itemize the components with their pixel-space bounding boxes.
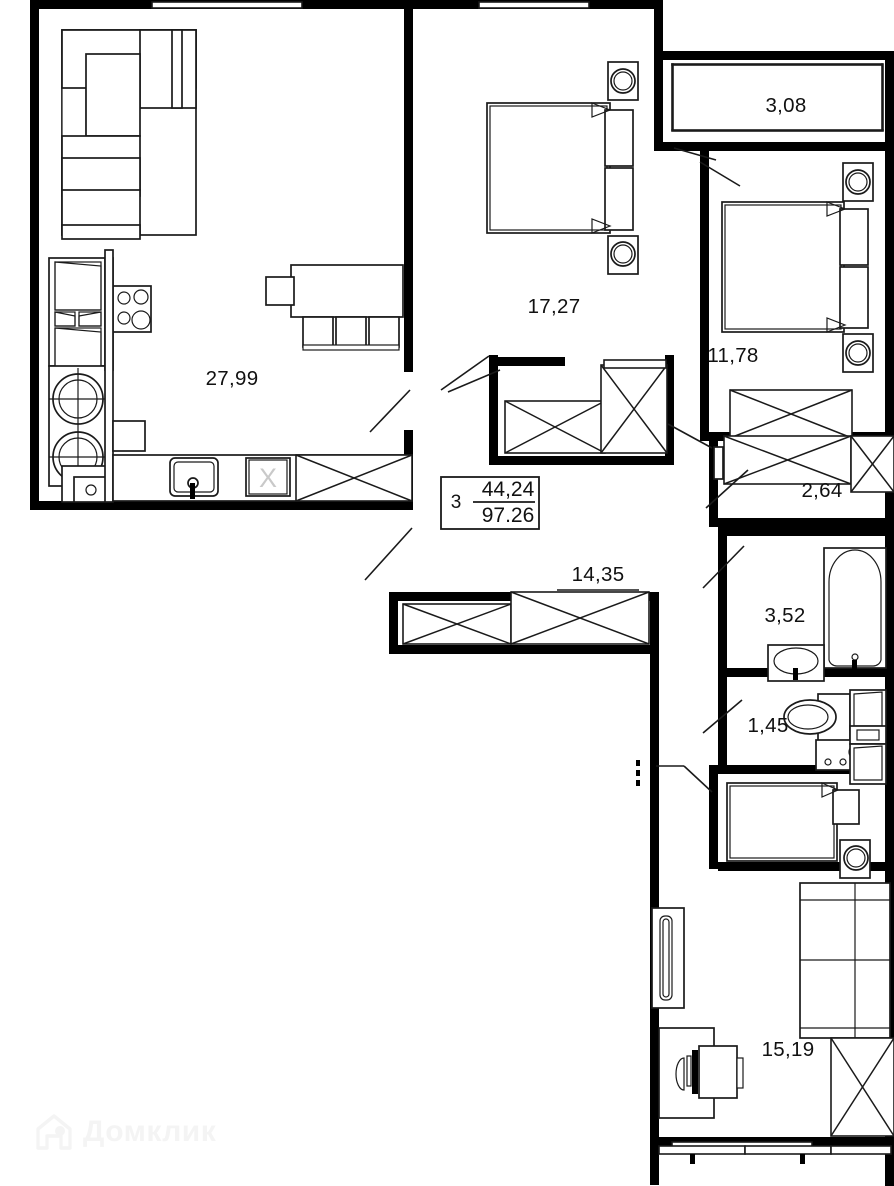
bed-main-pillow-2 (604, 167, 634, 231)
closet-doors (713, 389, 894, 493)
dining-set (265, 264, 404, 351)
bedroom1-openings (504, 359, 668, 454)
area-label-corridor: 14,35 (572, 563, 625, 586)
tv-screen (692, 1050, 698, 1094)
wall-balcony-bottom-right (714, 142, 894, 151)
wc-wall-cabinet-2 (849, 725, 887, 745)
wall-wc-left (718, 668, 727, 772)
summary-badge: 3 44,24 97.26 (440, 476, 540, 530)
balcony-inner-line-bottom (671, 129, 884, 132)
wall-top-right-stub (654, 0, 663, 60)
badge-room-count: 3 (451, 492, 462, 513)
wall-bedroom2-left (700, 151, 709, 441)
area-label-living-room: 15,19 (762, 1038, 815, 1061)
leader-balcony (673, 147, 717, 161)
area-label-bathroom: 3,52 (764, 604, 805, 627)
bed-second-pillow-1 (839, 208, 869, 266)
wall-lower-room-left (709, 774, 718, 869)
dining-chair-2 (335, 316, 367, 348)
wall-hall-right (650, 592, 659, 654)
area-label-bedroom-second: 11,78 (707, 344, 758, 367)
area-label-wc: 1,45 (747, 714, 788, 737)
window-kitchen-bottom (295, 454, 413, 502)
wc-wall-cabinet-3 (849, 743, 887, 785)
wall-hall-bottom (389, 645, 659, 654)
bed-main (486, 61, 639, 275)
wall-bedroom1-bottom-right (665, 355, 674, 465)
bathtub-drain-icon (851, 653, 859, 661)
area-labels: 27,99 17,27 11,78 3,08 2,64 14,35 3,52 1… (206, 94, 843, 1061)
leader-kitchen-2 (364, 527, 413, 581)
wall-hall-left (389, 592, 398, 654)
balcony-inner-line-left (671, 63, 674, 131)
leader-lower-bedroom (683, 765, 713, 793)
leader-bedroom1-left-2 (447, 369, 501, 393)
wall-exterior-right-top (885, 51, 894, 156)
bed-lower-pillow (832, 789, 860, 825)
balcony-inner-line-right (881, 63, 884, 131)
wall-balcony-bottom-left (654, 142, 714, 151)
wall-lower-room-bottom (718, 862, 894, 871)
leader-closet (705, 469, 749, 509)
wc-fixtures (783, 689, 887, 785)
wall-bathroom-left (718, 527, 727, 677)
tv-screen-box (698, 1045, 738, 1099)
wall-bedroom1-bottom (489, 456, 674, 465)
area-label-balcony-top: 3,08 (765, 94, 806, 117)
leader-balcony-2 (699, 161, 741, 187)
bottom-band (658, 1145, 892, 1164)
dining-table (290, 264, 404, 318)
closet-door-jamb (713, 446, 724, 480)
kitchen-units (48, 249, 152, 503)
dishwasher-mark: X (259, 463, 277, 493)
badge-living-area: 44,24 (482, 478, 535, 501)
badge-total-area: 97.26 (482, 504, 535, 527)
sofa-sectional (61, 29, 197, 240)
corridor-doors (402, 591, 650, 645)
area-label-bedroom-main: 17,27 (528, 295, 581, 318)
wall-bedroom1-bottom-left (489, 355, 498, 465)
leader-lines (364, 147, 749, 793)
bed-main-pillow-1 (604, 109, 634, 167)
leader-kitchen (369, 389, 411, 433)
area-label-closet: 2,64 (801, 479, 842, 502)
wall-bedroom1-sill-left (489, 357, 565, 366)
wall-wc-bottom (709, 765, 894, 774)
window-kitchen-top (151, 1, 303, 9)
wall-exterior-left (30, 0, 39, 510)
wc-wall-cabinet-1 (849, 689, 887, 731)
dining-chair-3 (368, 316, 400, 348)
leader-wc (702, 699, 743, 734)
window-bedroom1-top (478, 1, 590, 9)
wall-tick-marks (636, 760, 640, 786)
area-label-kitchen-living: 27,99 (206, 367, 259, 390)
wall-bathroom-top (718, 527, 894, 536)
wall-partition-kitchen-bedroom (404, 0, 413, 372)
living-room-furniture (651, 882, 894, 1137)
dining-chair-1 (302, 316, 334, 348)
balcony-inner-line-top (671, 63, 883, 66)
bed-second (721, 162, 874, 373)
dining-chair-left (265, 276, 295, 306)
kitchen-cabinet-low (112, 420, 146, 452)
bathroom-fixtures (767, 547, 887, 682)
leader-bedroom1-left (440, 355, 490, 391)
leader-bathroom (702, 545, 745, 589)
wall-kitchen-bottom (30, 501, 410, 510)
wall-closet-bottom (709, 518, 894, 527)
leader-bedroom2 (667, 423, 713, 449)
wall-balcony-top (654, 51, 894, 60)
wall-balcony-left (654, 51, 663, 151)
bed-second-pillow-2 (839, 266, 869, 329)
bed-lower (726, 782, 871, 879)
